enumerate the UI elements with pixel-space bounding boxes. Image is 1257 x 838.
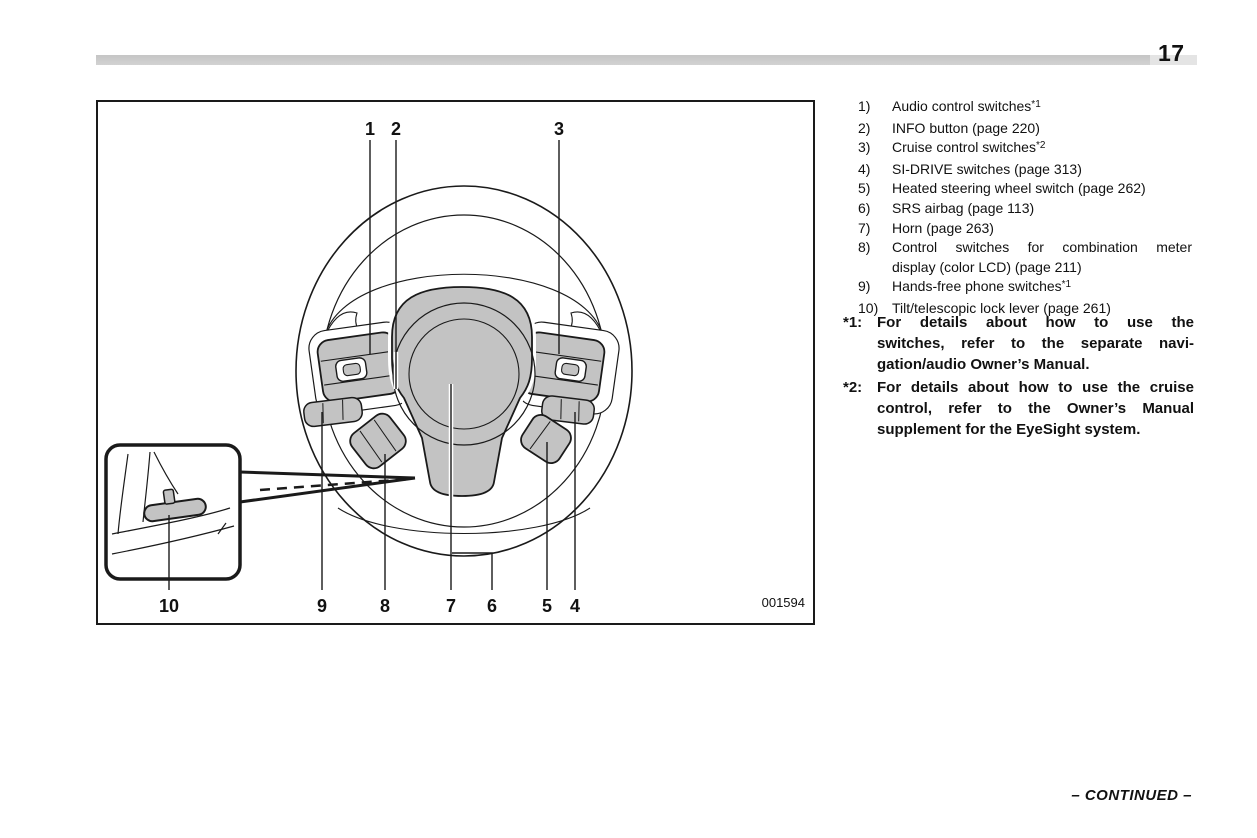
legend-item-number: 10) bbox=[858, 299, 879, 316]
horn-pad-inner-seam bbox=[408, 318, 520, 430]
legend-item-10: 10) Tilt/telescopic lock lever (page 261… bbox=[858, 299, 1192, 319]
legend-item-number: 8) bbox=[858, 239, 871, 256]
callout-1-label: 1 bbox=[365, 119, 375, 139]
figure-code: 001594 bbox=[762, 595, 805, 610]
footnote-ref: *1 bbox=[1061, 279, 1072, 291]
callout-8-label: 8 bbox=[380, 596, 390, 616]
legend-item-text: Audio control switches*1 bbox=[892, 98, 1041, 114]
tilt-lever-inset bbox=[104, 443, 416, 581]
legend-item-number: 4) bbox=[858, 160, 871, 177]
footnotes: *1: For details about how to use the swi… bbox=[843, 313, 1194, 444]
callout-2-label: 2 bbox=[391, 119, 401, 139]
callout-5-label: 5 bbox=[542, 596, 552, 616]
audio-control-switch-pod bbox=[316, 331, 402, 403]
legend-item-2: 2) INFO button (page 220) bbox=[858, 119, 1192, 139]
steering-column-sketch bbox=[111, 451, 235, 555]
legend-item-text-line: Control switches for combination meter bbox=[892, 239, 1192, 256]
page-number: 17 bbox=[1158, 40, 1185, 66]
footnote-text: For details about how to use the cruise … bbox=[877, 378, 1194, 440]
legend-list: 1) Audio control switches*1 2) INFO butt… bbox=[858, 97, 1192, 319]
rim-inner-contours bbox=[324, 273, 604, 534]
legend-item-number: 9) bbox=[858, 278, 871, 295]
callout-7-label: 7 bbox=[446, 596, 456, 616]
legend-item-text: Hands-free phone switches*1 bbox=[892, 278, 1072, 295]
legend-item-number: 7) bbox=[858, 219, 871, 236]
legend-item-text: Heated steering wheel switch (page 262) bbox=[892, 180, 1146, 197]
leader-line-6 bbox=[452, 552, 493, 590]
legend-item-number: 2) bbox=[858, 119, 871, 136]
callout-6-label: 6 bbox=[487, 596, 497, 616]
steering-wheel-figure: 1 2 3 10 9 8 7 6 5 4 001594 bbox=[96, 100, 815, 625]
cruise-control-switch-pod bbox=[520, 331, 606, 403]
legend-item-9: 9) Hands-free phone switches*1 bbox=[858, 277, 1192, 299]
legend-item-number: 6) bbox=[858, 199, 871, 216]
tilt-telescopic-lever bbox=[143, 488, 207, 523]
legend-item-text-line: display (color LCD) (page 211) bbox=[892, 258, 1082, 275]
legend-item-number: 3) bbox=[858, 139, 871, 156]
meter-display-switch-paddle bbox=[349, 412, 407, 470]
callout-numbers: 1 2 3 10 9 8 7 6 5 4 bbox=[159, 119, 580, 616]
footnote-text-line: supplement for the EyeSight system. bbox=[877, 420, 1141, 438]
legend-item-text: Control switches for combination meter d… bbox=[892, 238, 1192, 277]
heated-steering-switch-paddle bbox=[520, 414, 572, 464]
footnote-text: For details about how to use the switche… bbox=[877, 313, 1194, 375]
horn-pad-outer-seam bbox=[392, 302, 536, 446]
callout-4-label: 4 bbox=[570, 596, 580, 616]
legend-item-text: INFO button (page 220) bbox=[892, 119, 1040, 136]
legend-item-number: 5) bbox=[858, 180, 871, 197]
footnote-marker: *1: bbox=[843, 314, 863, 331]
callout-9-label: 9 bbox=[317, 596, 327, 616]
callout-3-label: 3 bbox=[554, 119, 564, 139]
footnote-ref: *1 bbox=[1031, 99, 1041, 110]
header-rule bbox=[96, 55, 1150, 65]
legend-item-5: 5) Heated steering wheel switch (page 26… bbox=[858, 179, 1192, 199]
legend-item-text: SRS airbag (page 113) bbox=[892, 199, 1035, 216]
si-drive-switch-pod bbox=[541, 395, 595, 425]
footnote-text-line: switches, refer to the separate navi- bbox=[877, 334, 1194, 352]
airbag-hub bbox=[388, 282, 536, 501]
legend-item-number: 1) bbox=[858, 98, 871, 114]
legend-item-1: 1) Audio control switches*1 bbox=[858, 97, 1192, 119]
legend-item-4: 4) SI-DRIVE switches (page 313) bbox=[858, 160, 1192, 180]
footnote-1: *1: For details about how to use the swi… bbox=[843, 313, 1194, 375]
steering-wheel-diagram: 1 2 3 10 9 8 7 6 5 4 001594 bbox=[104, 119, 805, 616]
legend-item-7: 7) Horn (page 263) bbox=[858, 219, 1192, 239]
inset-callout-wedge bbox=[239, 470, 416, 504]
footnote-marker: *2: bbox=[843, 379, 863, 397]
legend-item-8: 8) Control switches for combination mete… bbox=[858, 238, 1192, 277]
legend-item-text: Cruise control switches*2 bbox=[892, 139, 1046, 156]
legend-item-6: 6) SRS airbag (page 113) bbox=[858, 199, 1192, 219]
hands-free-switch-pod bbox=[303, 396, 363, 428]
footnote-2: *2: For details about how to use the cru… bbox=[843, 378, 1194, 440]
footnote-text-line: For details about how to use the cruise bbox=[877, 379, 1194, 397]
legend-item-3: 3) Cruise control switches*2 bbox=[858, 138, 1192, 160]
footnote-text-line: For details about how to use the bbox=[877, 314, 1194, 331]
footnote-text-line: control, refer to the Owner’s Manual bbox=[877, 400, 1194, 418]
legend-item-text: SI-DRIVE switches (page 313) bbox=[892, 160, 1082, 177]
footnote-ref: *2 bbox=[1035, 140, 1046, 152]
callout-10-label: 10 bbox=[159, 596, 179, 616]
header-rule-light bbox=[1150, 55, 1197, 65]
leader-lines bbox=[168, 140, 576, 590]
legend-item-text: Tilt/telescopic lock lever (page 261) bbox=[892, 299, 1111, 316]
continued-footer: – CONTINUED – bbox=[1071, 787, 1192, 804]
legend-item-text: Horn (page 263) bbox=[892, 219, 994, 236]
footnote-text-line: gation/audio Owner’s Manual. bbox=[877, 355, 1090, 373]
